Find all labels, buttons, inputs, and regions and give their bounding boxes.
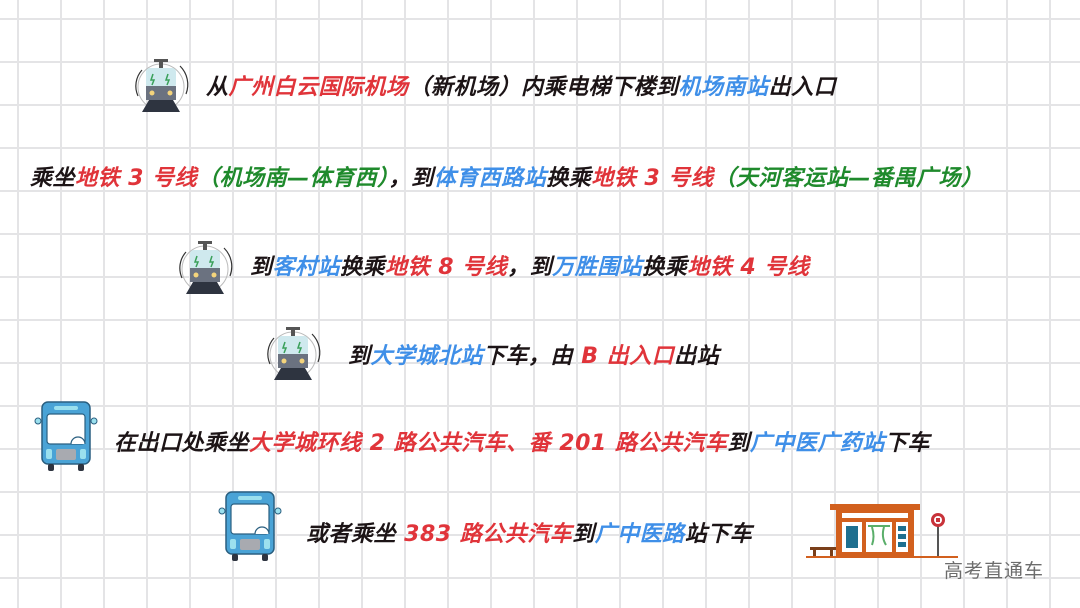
station-name: 大学城北站 bbox=[370, 344, 484, 369]
text-segment: ，到 bbox=[388, 166, 434, 191]
text-segment: （新机场）内乘电梯下楼到 bbox=[408, 75, 679, 100]
text-segment: 到 bbox=[250, 255, 273, 280]
text-segment: 站下车 bbox=[684, 522, 753, 547]
metro-train-icon bbox=[264, 324, 322, 386]
text-segment: 或者乘坐 bbox=[306, 522, 405, 547]
text-segment: 在出口处乘坐 bbox=[114, 431, 250, 456]
bus-icon bbox=[34, 400, 98, 472]
text-segment: 乘坐 bbox=[30, 166, 76, 191]
text-segment: 下车 bbox=[884, 431, 930, 456]
line-direction: （天河客运站—番禺广场） bbox=[713, 166, 984, 191]
text-segment: 换乘 bbox=[546, 166, 592, 191]
airport-name: 广州白云国际机场 bbox=[228, 75, 409, 100]
text-segment: 换乘 bbox=[340, 255, 386, 280]
route-step-3: 到客村站换乘地铁 8 号线，到万胜围站换乘地铁 4 号线 bbox=[250, 253, 809, 283]
text-segment: 出站 bbox=[674, 344, 720, 369]
text-segment: 出入口 bbox=[768, 75, 837, 100]
text-segment: 到 bbox=[348, 344, 371, 369]
metro-train-icon bbox=[176, 238, 234, 300]
bus-routes: 大学城环线 2 路公共汽车、番 201 路公共汽车 bbox=[249, 431, 728, 456]
bus-routes: 383 路公共汽车 bbox=[404, 522, 573, 547]
metro-line: 地铁 8 号线 bbox=[385, 255, 508, 280]
route-step-5: 在出口处乘坐大学城环线 2 路公共汽车、番 201 路公共汽车到广中医广药站下车 bbox=[114, 429, 930, 459]
text-segment: 从 bbox=[206, 75, 229, 100]
station-name: 体育西路站 bbox=[433, 166, 547, 191]
exit-name: B 出入口 bbox=[581, 344, 675, 369]
station-name: 广中医路 bbox=[594, 522, 685, 547]
station-name: 万胜围站 bbox=[552, 255, 643, 280]
watermark: 高考直通车 bbox=[944, 560, 1045, 582]
station-name: 客村站 bbox=[272, 255, 341, 280]
text-segment: 到 bbox=[727, 431, 750, 456]
metro-line: 地铁 3 号线 bbox=[75, 166, 198, 191]
route-step-1: 从广州白云国际机场（新机场）内乘电梯下楼到机场南站出入口 bbox=[206, 73, 836, 103]
text-segment: 下车，由 bbox=[483, 344, 582, 369]
bus-icon bbox=[218, 490, 282, 562]
station-name: 机场南站 bbox=[678, 75, 769, 100]
route-step-4: 到大学城北站下车，由 B 出入口出站 bbox=[348, 342, 719, 372]
station-name: 广中医广药站 bbox=[749, 431, 885, 456]
metro-line: 地铁 4 号线 bbox=[687, 255, 810, 280]
line-direction: （机场南—体育西） bbox=[197, 166, 389, 191]
route-step-6: 或者乘坐 383 路公共汽车到广中医路站下车 bbox=[306, 520, 752, 550]
metro-train-icon bbox=[132, 56, 190, 118]
text-segment: 换乘 bbox=[642, 255, 688, 280]
metro-line: 地铁 3 号线 bbox=[591, 166, 714, 191]
route-step-2: 乘坐地铁 3 号线（机场南—体育西），到体育西路站换乘地铁 3 号线（天河客运站… bbox=[30, 164, 983, 194]
text-segment: ，到 bbox=[507, 255, 553, 280]
bus-stop-shelter-icon bbox=[798, 500, 958, 562]
text-segment: 到 bbox=[572, 522, 595, 547]
